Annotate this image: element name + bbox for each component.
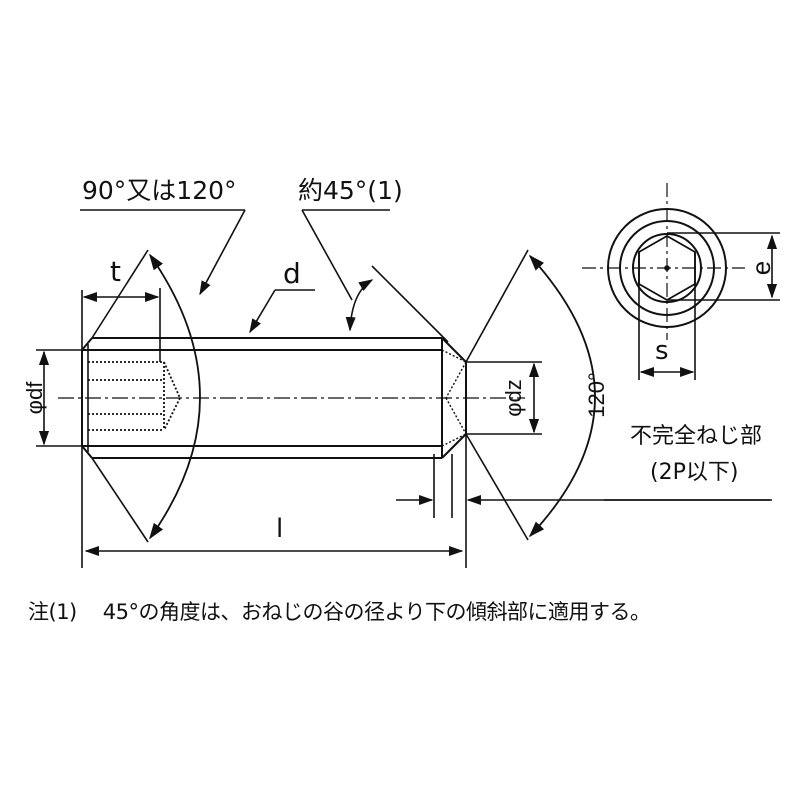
footnote-marker: 注(1) (28, 600, 77, 624)
across-corners-label: e (746, 261, 776, 275)
footnote: 注(1) 45°の角度は、おねじの谷の径より下の傾斜部に適用する。 (28, 596, 651, 626)
end-view (582, 183, 780, 380)
footnote-text: 45°の角度は、おねじの谷の径より下の傾斜部に適用する。 (102, 600, 651, 624)
length-label: l (276, 514, 284, 544)
incomplete-thread-label: 不完全ねじ部 (630, 424, 763, 449)
nominal-diameter-label: d (283, 257, 301, 290)
socket-depth-label: t (110, 255, 121, 288)
tip-angle-label: 90°又は120° (82, 176, 237, 205)
hidden-socket (88, 361, 181, 431)
point-diameter-label: φdz (501, 379, 526, 417)
chamfer-diameter-label: φdf (22, 381, 47, 415)
incomplete-thread-sublabel: (2P以下) (650, 460, 739, 485)
across-flats-label: s (655, 336, 669, 366)
cone-angle-label: 120° (584, 372, 609, 418)
chamfer-angle-label: 約45°(1) (298, 176, 403, 205)
side-view (36, 209, 770, 568)
